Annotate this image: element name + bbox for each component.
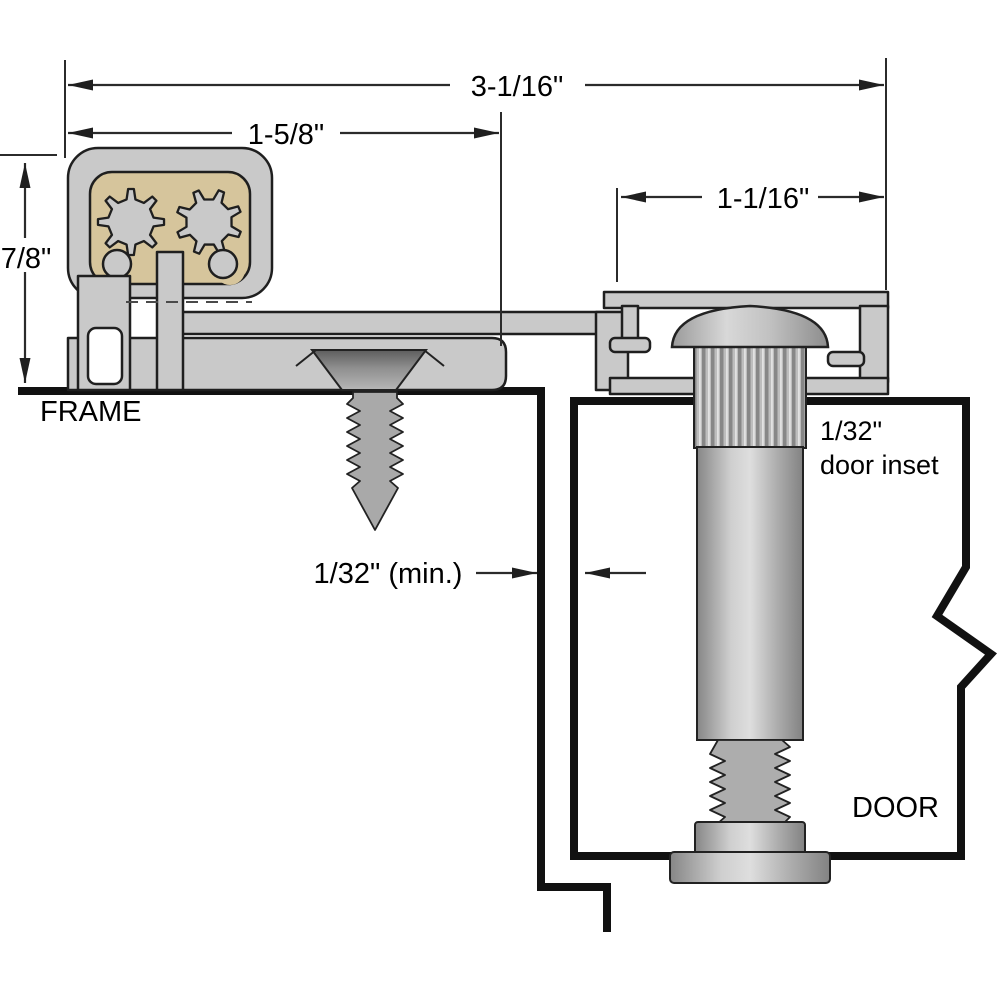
- door-leaf-width-label: 1-1/16": [717, 183, 810, 215]
- clearance-label: 1/32" (min.): [314, 558, 463, 590]
- screw-head: [310, 349, 428, 391]
- hinge-stem-center: [155, 250, 185, 392]
- screw-threads: [346, 391, 404, 531]
- frame-label: FRAME: [40, 396, 142, 428]
- dimension-hinge-height: 7/8": [0, 154, 57, 383]
- bolt-dome-head: [670, 304, 830, 349]
- dimension-door-leaf-width: 1-1/16": [616, 183, 884, 282]
- bolt-smooth-shank: [696, 446, 804, 741]
- door-leaf-right-hook: [826, 350, 866, 368]
- door-leaf-right-wall: [858, 304, 890, 384]
- bolt-threads: [709, 739, 791, 825]
- hinge-height-label: 7/8": [1, 243, 52, 275]
- bolt-nut-collar: [694, 821, 806, 855]
- frame-edge-line: [18, 387, 611, 932]
- door-inset-note: 1/32" door inset: [820, 416, 939, 480]
- screw-chamfer-left: [295, 349, 317, 367]
- gear-journal-left: [101, 248, 133, 280]
- dimension-door-clearance: 1/32" (min.): [314, 558, 646, 590]
- door-label: DOOR: [852, 792, 939, 824]
- screw-chamfer-right: [423, 349, 445, 367]
- bolt-bottom-cap: [669, 851, 831, 884]
- bolt-knurled-shank: [693, 346, 807, 449]
- door-inset-line2: door inset: [820, 450, 939, 480]
- frame-leaf-width-label: 1-5/8": [248, 119, 324, 151]
- door-inset-line1: 1/32": [820, 416, 882, 446]
- door-leaf-left-foot: [608, 336, 652, 354]
- dimension-overall-width: 3-1/16": [64, 58, 887, 290]
- gear-left: [96, 187, 166, 257]
- frame-outline: [18, 387, 611, 932]
- gear-journal-right: [207, 248, 239, 280]
- overall-width-label: 3-1/16": [471, 71, 564, 103]
- dimension-frame-leaf-width: 1-5/8": [68, 112, 502, 346]
- countersunk-screw: [295, 349, 445, 531]
- hinge-stem-window: [86, 326, 124, 386]
- sex-bolt: [669, 304, 831, 884]
- gear-hinge-cross-section: [66, 146, 274, 392]
- door-leaf-arm: [170, 310, 624, 336]
